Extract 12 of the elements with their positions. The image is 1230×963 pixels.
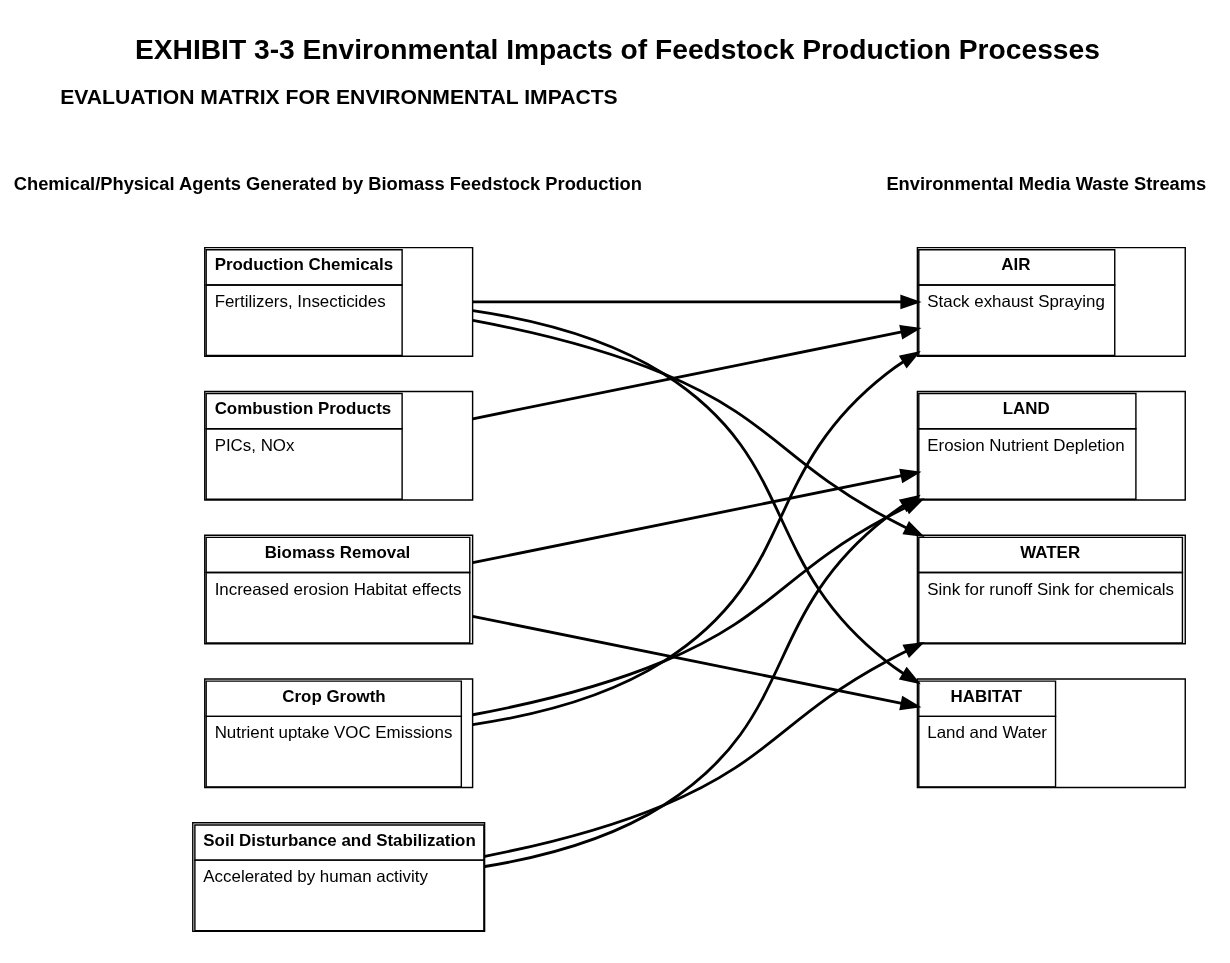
arrow (472, 468, 922, 564)
arrow (472, 294, 922, 309)
arrow (472, 324, 922, 420)
diagram-title: EXHIBIT 3-3 Environmental Impacts of Feedstock Production Processes (134, 32, 1100, 65)
arrow (472, 614, 922, 710)
arrow (484, 641, 925, 858)
label: EVALUATION MATRIX FOR ENVIRONMENTAL IMPACTS (60, 84, 618, 108)
arrow (472, 308, 921, 684)
label: Environmental Media Waste Streams (886, 172, 1207, 194)
arrow (484, 494, 921, 868)
label: Chemical/Physical Agents Generated by Biomass Feedstock Production (13, 172, 642, 194)
arrow (472, 350, 921, 726)
